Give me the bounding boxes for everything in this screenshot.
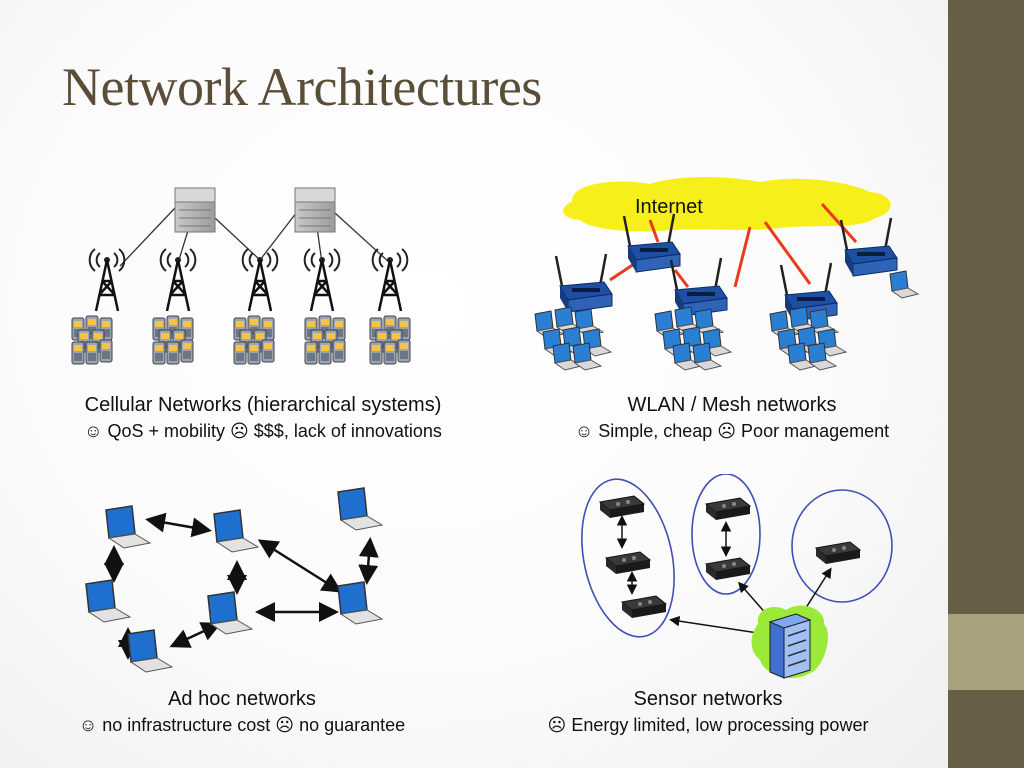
phone-icon <box>72 316 112 364</box>
sensor-node-icon <box>705 497 751 521</box>
phone-icon <box>234 316 274 364</box>
wlan-pros-cons: ☺ Simple, cheap ☹ Poor management <box>574 421 890 441</box>
phone-icon <box>305 316 345 364</box>
cell-tower-icon <box>88 247 126 313</box>
cellular-pros-cons: ☺ QoS + mobility ☹ $$$, lack of innovati… <box>84 421 442 441</box>
sensor-caption: Sensor networks ☹ Energy limited, low pr… <box>500 688 916 736</box>
router-icon <box>779 261 839 323</box>
phone-icon <box>153 316 193 364</box>
laptop-icon <box>655 307 731 370</box>
router-icon <box>839 216 899 278</box>
laptop-icon <box>213 509 259 553</box>
base-station-icon <box>751 605 829 679</box>
sensor-node-icon <box>605 551 651 575</box>
adhoc-title: Ad hoc networks <box>168 688 316 710</box>
cell-tower-icon <box>241 247 279 313</box>
adhoc-caption: Ad hoc networks ☺ no infrastructure cost… <box>30 688 454 736</box>
sensor-pros-cons: ☹ Energy limited, low processing power <box>547 715 869 735</box>
router-icon <box>554 252 614 314</box>
cell-tower-icon <box>303 247 341 313</box>
server-icon <box>174 187 216 233</box>
router-icon <box>669 256 729 318</box>
cellular-network-diagram <box>60 187 430 378</box>
laptop-icon <box>85 579 131 623</box>
sensor-title: Sensor networks <box>633 688 783 710</box>
cell-tower-icon <box>371 247 409 313</box>
laptop-icon <box>337 581 383 625</box>
laptop-icon <box>207 591 253 635</box>
sensor-node-icon <box>621 595 667 619</box>
cell-tower-icon <box>159 247 197 313</box>
internet-label: Internet <box>635 196 703 218</box>
sensor-node-icon <box>815 541 861 565</box>
slide-title: Network Architectures <box>62 57 542 117</box>
adhoc-network-diagram <box>85 487 383 673</box>
wlan-mesh-diagram: Internet <box>530 177 919 372</box>
internet-cloud <box>563 177 891 232</box>
sensor-node-icon <box>705 557 751 581</box>
phone-icon <box>370 316 410 364</box>
laptop-icon <box>105 505 151 549</box>
laptop-icon <box>535 307 611 370</box>
cellular-caption: Cellular Networks (hierarchical systems)… <box>40 394 486 442</box>
sensor-node-icon <box>599 495 645 519</box>
sidebar-accent-block <box>948 614 1024 690</box>
sensor-network-diagram <box>581 474 893 679</box>
adhoc-pros-cons: ☺ no infrastructure cost ☹ no guarantee <box>78 715 406 735</box>
laptop-icon <box>337 487 383 531</box>
laptop-icon <box>127 629 173 673</box>
wlan-title: WLAN / Mesh networks <box>627 394 837 416</box>
wlan-caption: WLAN / Mesh networks ☺ Simple, cheap ☹ P… <box>520 394 944 442</box>
cellular-title: Cellular Networks (hierarchical systems) <box>84 394 442 416</box>
server-icon <box>294 187 336 233</box>
laptop-icon <box>889 270 919 299</box>
